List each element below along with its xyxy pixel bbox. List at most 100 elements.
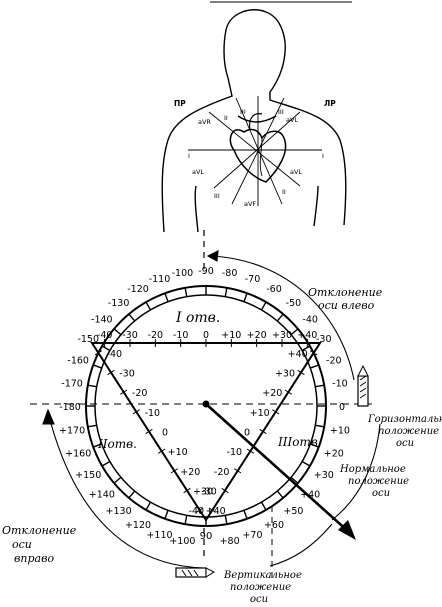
outer-scale-label: -170 <box>61 378 83 389</box>
triangle-label: +10 <box>250 408 270 419</box>
triangle-label: +20 <box>180 467 200 478</box>
heart-shape <box>229 128 287 183</box>
outer-scale-label: -100 <box>172 268 194 279</box>
right-side-label: ПР <box>174 99 186 108</box>
triangle-label: -30 <box>119 369 135 380</box>
ring-tick <box>260 501 267 511</box>
outer-scale-label: -140 <box>91 315 113 326</box>
outer-scale-label: +110 <box>146 530 172 541</box>
outer-scale-label: -110 <box>149 274 171 285</box>
marker-body-horizontal <box>357 375 369 407</box>
triangle-tick <box>221 487 229 494</box>
outer-scale-label: -80 <box>222 268 238 279</box>
lead-I-label: I отв. <box>175 310 220 326</box>
ring-tick <box>92 364 102 369</box>
triangle-tick <box>234 468 242 474</box>
triangle-label: -20 <box>214 467 230 478</box>
triangle-tick <box>94 350 102 356</box>
marker-horizontal <box>357 364 369 407</box>
triangle-label: +40 <box>288 349 308 360</box>
outer-scale-label: -90 <box>198 266 214 277</box>
ring-tick <box>164 292 169 302</box>
horizontal-line-2: положение <box>378 426 439 437</box>
ring-tick <box>113 328 122 336</box>
axis-arrow <box>202 400 356 540</box>
annotations: Отклонение оси влево Горизонтальное поло… <box>2 286 442 605</box>
outer-scale-label: -40 <box>302 315 318 326</box>
torso-right-outline <box>161 77 233 233</box>
outer-scale-label: -10 <box>332 378 348 389</box>
triangle-label: +20 <box>262 388 282 399</box>
triangle-tick <box>120 389 128 395</box>
ring-tick <box>301 460 311 467</box>
outer-scale-label: +120 <box>125 520 151 531</box>
lead-II-label: IIотв. <box>97 437 137 451</box>
left-deviation-line-2: оси влево <box>318 299 375 312</box>
lead-aVL-line <box>213 111 301 189</box>
outer-scale-label: -120 <box>127 284 149 295</box>
outer-scale-label: +20 <box>324 449 344 460</box>
triangle-ticks <box>94 339 318 513</box>
triangle-tick <box>272 409 280 415</box>
lead-III-line <box>231 97 285 205</box>
marker-tip-vertical <box>205 567 216 578</box>
ring-tick <box>276 490 284 499</box>
range-arcs <box>42 250 381 569</box>
ring-tick <box>101 345 111 352</box>
outer-scale-label: 0 <box>339 402 345 413</box>
outer-scale-label: +80 <box>220 536 240 547</box>
triangle-tick <box>132 409 140 415</box>
triangle-label: +30 <box>193 487 213 498</box>
triangle-label: +10 <box>168 447 188 458</box>
right-deviation-line-3: вправо <box>14 552 54 565</box>
triangle-label: +40 <box>297 330 317 341</box>
triangle-label: 0 <box>244 428 250 439</box>
outer-scale-label: -70 <box>245 274 261 285</box>
ring-tick <box>290 476 299 484</box>
right-deviation-line-2: оси <box>12 538 32 551</box>
ring-tick <box>310 364 320 369</box>
marker-body-vertical <box>175 567 207 578</box>
marker-tip-horizontal <box>357 364 369 377</box>
ring-tick <box>315 424 325 428</box>
torso-lead-label: II <box>282 188 286 196</box>
triangle-label: -40 <box>189 506 205 517</box>
ring-tick <box>145 301 152 311</box>
ring-tick <box>101 460 111 467</box>
right-arc-arrowhead <box>42 408 55 425</box>
triangle-label: -30 <box>122 330 138 341</box>
triangle-label: 0 <box>162 428 168 439</box>
ring-tick <box>260 301 267 311</box>
ring-tick <box>87 384 97 388</box>
triangle-label: +30 <box>272 330 292 341</box>
outer-scale-label: +170 <box>59 426 85 437</box>
triangle-label: +20 <box>247 330 267 341</box>
triangle-tick <box>259 428 267 435</box>
normal-text: Нормальное положение оси <box>339 464 412 499</box>
ring-tick <box>92 443 102 448</box>
triangle-tick <box>297 369 305 376</box>
outer-scale-label: +160 <box>65 449 91 460</box>
triangle-label: -30 <box>201 487 217 498</box>
vertical-line-2: положение <box>230 582 291 593</box>
triangle-tick <box>246 448 254 454</box>
left-deviation-line-1: Отклонение <box>308 286 383 299</box>
outer-scale-label: +10 <box>330 426 350 437</box>
right-deviation-text: Отклонение оси вправо <box>2 524 80 565</box>
outer-scale-label: -30 <box>316 334 332 345</box>
normal-arc <box>331 423 381 521</box>
triangle-label: +30 <box>275 369 295 380</box>
torso-lead-label: I <box>322 152 324 160</box>
outer-scale-label: -60 <box>266 284 282 295</box>
outer-scale-label: +70 <box>242 530 262 541</box>
triangle-tick <box>145 428 153 435</box>
ring-tick <box>184 287 188 297</box>
outer-scale-label: +50 <box>283 506 303 517</box>
normal-line-2: положение <box>348 476 409 487</box>
vertical-arc <box>269 523 333 567</box>
triangle-tick <box>196 507 204 513</box>
torso-lead-label: aVR <box>198 118 211 126</box>
